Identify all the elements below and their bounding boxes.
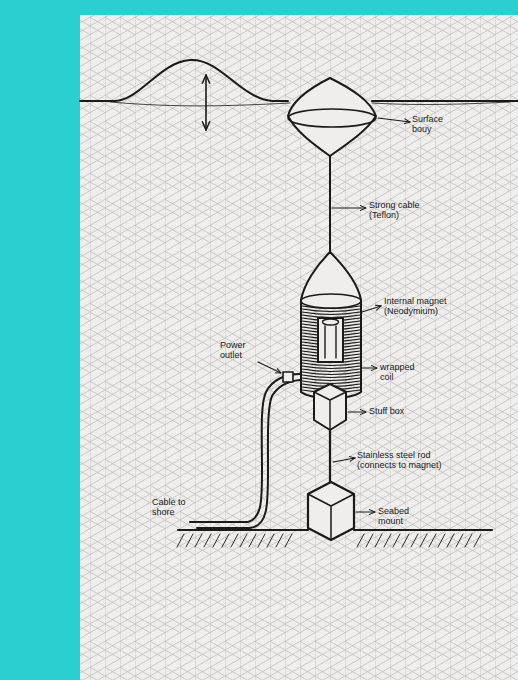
part-label: wrapped coil bbox=[380, 362, 430, 383]
magnet-top bbox=[323, 319, 339, 325]
part-label: Stainless steel rod (connects to magnet) bbox=[357, 450, 461, 471]
hatch-mark bbox=[231, 534, 238, 547]
wrapped-coil bbox=[302, 306, 360, 393]
part-label: Stuff box bbox=[369, 406, 404, 416]
hatch-mark bbox=[213, 534, 220, 547]
coil-winding bbox=[302, 375, 360, 378]
coil-winding bbox=[302, 312, 360, 315]
coil-winding bbox=[302, 378, 360, 381]
power-cable bbox=[197, 374, 300, 522]
part-label: Seabed mount bbox=[378, 506, 436, 527]
hatch-mark bbox=[222, 534, 229, 547]
hatch-mark bbox=[411, 534, 418, 547]
paper bbox=[80, 15, 518, 680]
mount-edges bbox=[308, 494, 354, 540]
surface-buoy bbox=[288, 78, 376, 156]
hatch-mark bbox=[267, 534, 274, 547]
leader-line bbox=[258, 362, 281, 373]
coil-winding bbox=[302, 369, 360, 372]
hatch-mark bbox=[429, 534, 436, 547]
leader-line bbox=[362, 306, 381, 312]
internal-magnet bbox=[318, 318, 343, 362]
hatch-mark bbox=[249, 534, 256, 547]
hatch-mark bbox=[240, 534, 247, 547]
leader-line bbox=[362, 367, 377, 368]
hatch-mark bbox=[258, 534, 265, 547]
magnet-core bbox=[324, 326, 325, 358]
hatch-mark bbox=[438, 534, 445, 547]
sea-surface bbox=[372, 100, 518, 102]
leader-line bbox=[356, 511, 375, 512]
teflon-cable bbox=[329, 156, 331, 254]
stuff-box-edges bbox=[314, 392, 346, 430]
part-label: Power outlet bbox=[220, 340, 266, 361]
leader-line bbox=[332, 207, 366, 208]
stuff-box bbox=[314, 384, 346, 430]
part-label: Strong cable (Teflon) bbox=[369, 200, 431, 221]
still-water bbox=[372, 102, 510, 105]
leader-line bbox=[348, 411, 366, 412]
hatch-mark bbox=[195, 534, 202, 547]
hatch-mark bbox=[402, 534, 409, 547]
power-cable bbox=[197, 380, 300, 528]
heave-arrow bbox=[205, 75, 207, 130]
cylinder bbox=[301, 300, 361, 398]
hatch-mark bbox=[366, 534, 373, 547]
part-label: Surface bouy bbox=[412, 114, 458, 135]
hatch-mark bbox=[186, 534, 193, 547]
hatch-mark bbox=[420, 534, 427, 547]
seabed-mount bbox=[308, 482, 354, 540]
seabed-hatch bbox=[177, 534, 481, 547]
part-label: Internal magnet (Neodymium) bbox=[384, 296, 460, 317]
still-water bbox=[110, 102, 290, 106]
magnet-core bbox=[335, 326, 336, 358]
hatch-mark bbox=[393, 534, 400, 547]
buoy-equator bbox=[288, 109, 376, 127]
nose-cone bbox=[301, 252, 361, 300]
power-outlet bbox=[283, 372, 293, 382]
hatch-mark bbox=[285, 534, 292, 547]
hatch-mark bbox=[375, 534, 382, 547]
cylinder-top bbox=[301, 294, 361, 308]
hatch-mark bbox=[384, 534, 391, 547]
leader-line bbox=[378, 118, 410, 122]
cable-end bbox=[190, 521, 196, 523]
hatch-mark bbox=[357, 534, 364, 547]
coil-winding bbox=[302, 366, 360, 369]
hatch-mark bbox=[474, 534, 481, 547]
coil-winding bbox=[302, 381, 360, 384]
steel-rod bbox=[329, 430, 331, 484]
coil-winding bbox=[302, 372, 360, 375]
leader-line bbox=[333, 458, 355, 462]
hatch-mark bbox=[177, 534, 184, 547]
hatch-mark bbox=[456, 534, 463, 547]
seabed-line bbox=[178, 529, 308, 531]
hatch-mark bbox=[204, 534, 211, 547]
hatch-mark bbox=[276, 534, 283, 547]
hatch-mark bbox=[447, 534, 454, 547]
iso-grid bbox=[80, 15, 518, 680]
wave-line bbox=[80, 60, 288, 101]
part-label: Cable to shore bbox=[152, 497, 200, 518]
coil-winding bbox=[302, 309, 360, 312]
coil-winding bbox=[302, 363, 360, 366]
seabed-line bbox=[354, 529, 492, 531]
hatch-mark bbox=[465, 534, 472, 547]
